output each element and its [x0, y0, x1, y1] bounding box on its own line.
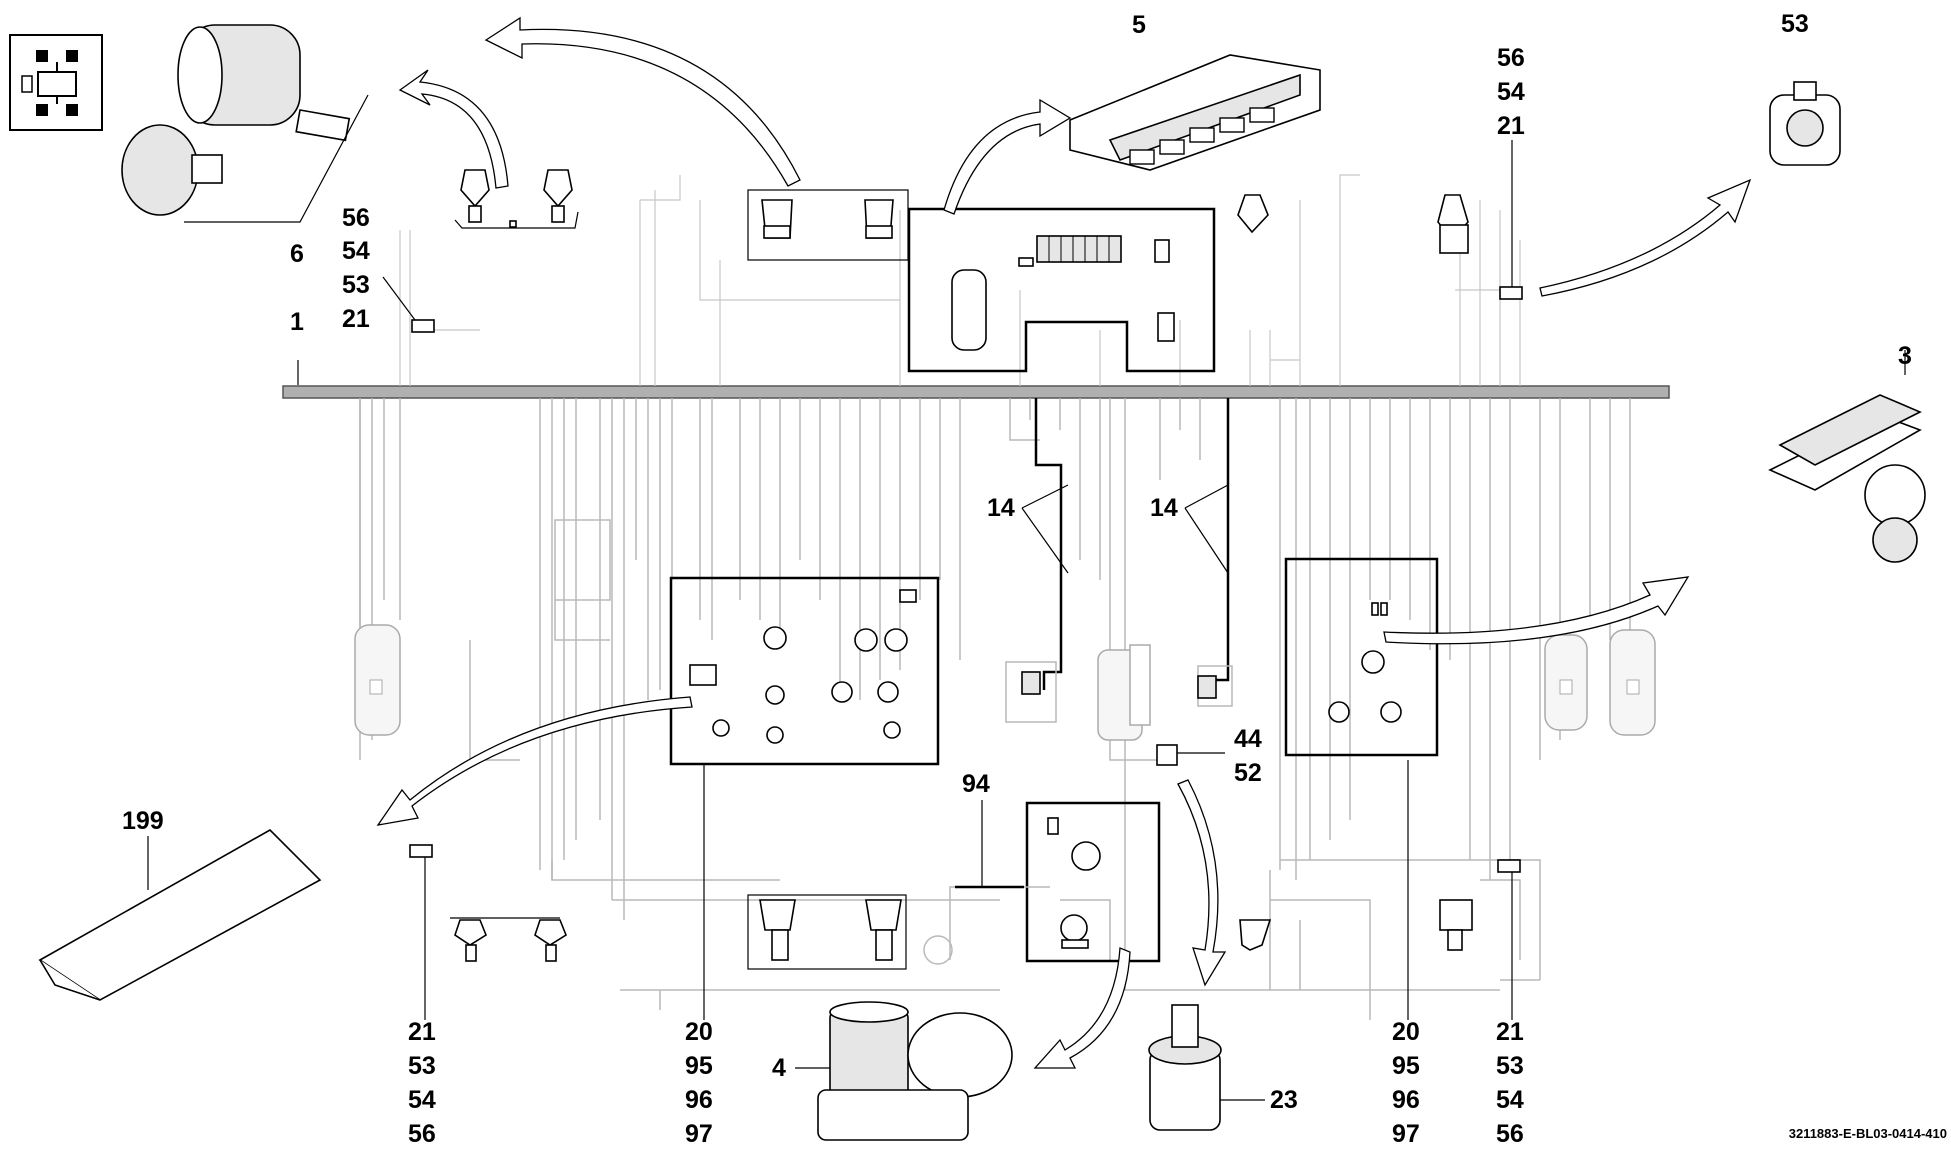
fitting-right-bottom — [1497, 859, 1521, 873]
svg-text:20: 20 — [1392, 1018, 1420, 1046]
svg-text:53: 53 — [342, 271, 370, 299]
label-5: 5 — [1132, 11, 1146, 39]
label-1: 1 — [290, 308, 304, 336]
pipe-network — [359, 174, 1631, 1020]
brake-chambers — [450, 169, 1473, 970]
valve-panel-bottom — [1025, 801, 1161, 963]
svg-text:21: 21 — [408, 1018, 436, 1046]
air-tank-top — [951, 269, 987, 351]
svg-text:95: 95 — [685, 1052, 713, 1080]
label-14-right: 14 — [1150, 494, 1178, 522]
stack-bottom-left: 21 53 54 56 — [408, 1018, 436, 1148]
svg-text:56: 56 — [408, 1120, 436, 1148]
stack-bottom-right-b: 21 53 54 56 — [1496, 1018, 1524, 1148]
svg-text:95: 95 — [1392, 1052, 1420, 1080]
valve-panel-right — [1284, 557, 1439, 757]
air-tank-right-1 — [1544, 634, 1588, 731]
label-199: 199 — [122, 807, 164, 835]
label-53-top: 53 — [1781, 10, 1809, 38]
svg-text:56: 56 — [1496, 1120, 1524, 1148]
svg-text:96: 96 — [685, 1086, 713, 1114]
svg-text:54: 54 — [1496, 1086, 1524, 1114]
svg-text:97: 97 — [1392, 1120, 1420, 1148]
air-tank-right-2 — [1609, 629, 1656, 736]
svg-text:21: 21 — [1496, 1018, 1524, 1046]
main-harness-bar — [282, 385, 1670, 399]
label-6: 6 — [290, 240, 304, 268]
valve-panel-top — [907, 207, 1216, 373]
label-52: 52 — [1234, 759, 1262, 787]
valve-block-part-5 — [1069, 54, 1321, 171]
stack-bottom-mid: 20 95 96 97 — [685, 1018, 713, 1148]
reference-code: 3211883-E-BL03-0414-410 — [1789, 1126, 1947, 1141]
stack-top-right: 56 54 21 — [1497, 44, 1525, 140]
label-94: 94 — [962, 770, 990, 798]
leader-lines — [147, 94, 1906, 1101]
svg-text:53: 53 — [408, 1052, 436, 1080]
label-14-left: 14 — [987, 494, 1015, 522]
svg-text:56: 56 — [342, 204, 370, 232]
svg-text:20: 20 — [685, 1018, 713, 1046]
motor-part-23 — [1148, 1004, 1222, 1131]
compressor-part-4 — [817, 1001, 1013, 1141]
svg-text:56: 56 — [1497, 44, 1525, 72]
fitting-right-top — [1499, 286, 1523, 300]
callout-arrows — [376, 16, 1752, 1069]
harness-14 — [1005, 398, 1233, 723]
axle-layout-icon — [9, 34, 103, 131]
svg-text:96: 96 — [1392, 1086, 1420, 1114]
fitting-left-top — [411, 319, 435, 333]
svg-text:97: 97 — [685, 1120, 713, 1148]
svg-text:54: 54 — [342, 237, 370, 265]
fitting-left-bottom — [409, 844, 433, 858]
label-23: 23 — [1270, 1086, 1298, 1114]
valve-44-52 — [1156, 744, 1178, 766]
stack-bottom-right-a: 20 95 96 97 — [1392, 1018, 1420, 1148]
svg-text:54: 54 — [1497, 78, 1525, 106]
label-3: 3 — [1898, 342, 1912, 370]
svg-text:21: 21 — [1497, 112, 1525, 140]
label-44: 44 — [1234, 725, 1262, 753]
label-4: 4 — [772, 1054, 786, 1082]
valve-panel-left — [669, 576, 940, 766]
valve-part-53 — [1769, 81, 1841, 166]
bracket-part-199 — [38, 829, 322, 1001]
air-tank-center — [1097, 644, 1151, 741]
svg-text:54: 54 — [408, 1086, 436, 1114]
bracket-part-3 — [1768, 394, 1926, 563]
air-tank-left — [354, 624, 401, 736]
stack-top-left: 56 54 53 21 — [342, 204, 370, 333]
svg-text:21: 21 — [342, 305, 370, 333]
svg-text:53: 53 — [1496, 1052, 1524, 1080]
brake-actuator-part-6 — [121, 24, 351, 216]
